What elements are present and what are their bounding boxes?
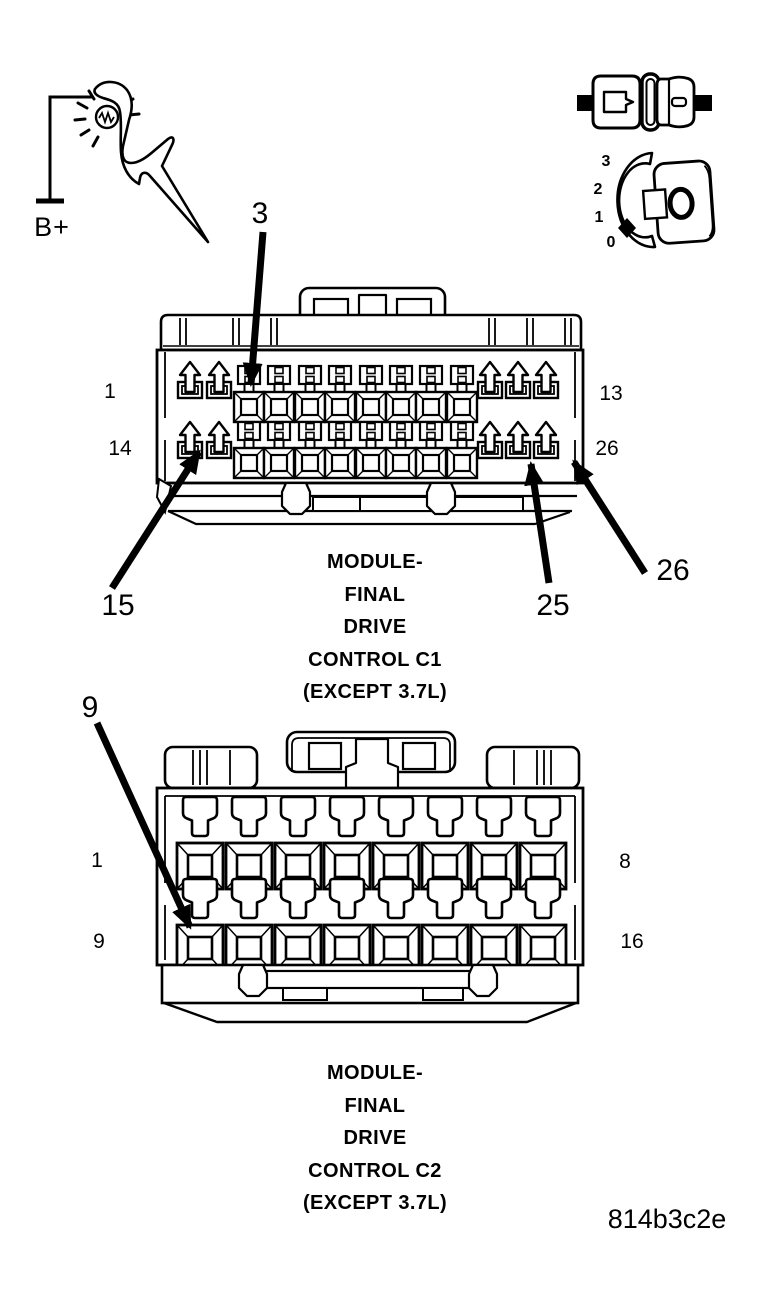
c2-pin-7 xyxy=(469,795,519,891)
c1-row2-last-label: 26 xyxy=(595,437,619,460)
bulb-filament xyxy=(98,110,115,125)
callout-arrow-pin3 xyxy=(242,231,267,387)
c2-callout-9: 9 xyxy=(81,691,99,724)
c2-pin-13 xyxy=(371,877,421,973)
c1-pin-6 xyxy=(323,364,357,424)
c1-pin-19 xyxy=(323,420,357,480)
callout-arrow-pin26 xyxy=(571,459,648,575)
c1-title-line-3: DRIVE xyxy=(343,616,407,638)
c1-pin-7 xyxy=(354,364,388,424)
c2-row1-first-label: 1 xyxy=(91,849,103,872)
c1-title-line-5: (EXCEPT 3.7L) xyxy=(302,681,448,703)
ignition-cylinder xyxy=(616,151,657,249)
c1-pin-23 xyxy=(445,420,479,480)
c2-callout-arrows xyxy=(93,721,194,930)
c1-pin-5 xyxy=(293,364,327,424)
c2-pin-6 xyxy=(420,795,470,891)
c1-pin-20 xyxy=(354,420,388,480)
ignition-position-0: 0 xyxy=(606,234,616,251)
c1-pin-8 xyxy=(384,364,418,424)
c2-pin-15 xyxy=(469,877,519,973)
c2-title-line-4: CONTROL C2 xyxy=(308,1159,442,1182)
c1-pin-10 xyxy=(445,364,479,424)
c1-row1-last-label: 13 xyxy=(599,382,623,405)
c2-title: MODULE- FINAL DRIVE CONTROL C2 (EXCEPT 3… xyxy=(225,1057,525,1220)
c1-callout-arrows xyxy=(109,231,648,590)
connector-c2-drawing xyxy=(155,730,585,1024)
ignition-key xyxy=(641,159,716,245)
figure-code: 814b3c2e xyxy=(607,1204,727,1234)
callout-arrow-pin9 xyxy=(93,721,194,930)
c2-pin-3 xyxy=(273,795,323,891)
c2-pin-4 xyxy=(322,795,372,891)
wire-stub-right xyxy=(693,95,712,111)
c1-title-line-1: MODULE- xyxy=(326,551,424,573)
c2-latch xyxy=(285,730,457,791)
c2-title-line-1: MODULE- xyxy=(326,1062,424,1084)
ignition-position-3: 3 xyxy=(601,153,611,170)
c1-callout-26: 26 xyxy=(656,554,690,587)
wire-stub-left xyxy=(577,95,596,111)
test-light-icon xyxy=(36,80,210,244)
c1-pin-22 xyxy=(414,420,448,480)
c2-title-line-2: FINAL xyxy=(344,1094,406,1117)
callout-arrow-pin15 xyxy=(109,449,202,590)
c2-title-line-3: DRIVE xyxy=(343,1127,407,1149)
c1-pin-17 xyxy=(262,420,296,480)
c1-pin-16 xyxy=(232,420,266,480)
inline-connector-icon xyxy=(577,72,712,132)
c2-base xyxy=(160,963,580,1024)
c2-pin-9 xyxy=(175,877,225,973)
c2-pin-2 xyxy=(224,795,274,891)
c1-title: MODULE- FINAL DRIVE CONTROL C1 (EXCEPT 3… xyxy=(225,546,525,709)
ignition-position-2: 2 xyxy=(593,181,603,198)
c1-callout-3: 3 xyxy=(251,197,269,230)
c1-pin-4 xyxy=(262,364,296,424)
c2-row1-last-label: 8 xyxy=(619,850,631,873)
ignition-position-marker xyxy=(618,218,636,238)
ignition-switch-icon xyxy=(616,151,716,249)
connector-c1-drawing xyxy=(155,286,585,526)
probe-body xyxy=(93,80,210,244)
c1-pin-18 xyxy=(293,420,327,480)
c2-row2-last-label: 16 xyxy=(620,930,644,953)
c1-callout-15: 15 xyxy=(101,589,135,622)
c1-pin-9 xyxy=(414,364,448,424)
c1-title-line-4: CONTROL C1 xyxy=(308,648,442,671)
c2-pin-11 xyxy=(273,877,323,973)
c1-row2-first-label: 14 xyxy=(108,437,132,460)
battery-positive-label: B+ xyxy=(34,212,70,242)
c2-pin-16 xyxy=(518,877,568,973)
c2-pin-10 xyxy=(224,877,274,973)
c1-callout-25: 25 xyxy=(536,589,570,622)
c2-row2-first-label: 9 xyxy=(93,930,105,953)
ignition-position-1: 1 xyxy=(594,209,604,226)
c2-pin-1 xyxy=(175,795,225,891)
callout-arrow-pin25 xyxy=(524,461,553,584)
c1-pin-21 xyxy=(384,420,418,480)
c1-title-line-2: FINAL xyxy=(344,583,406,606)
c2-title-line-5: (EXCEPT 3.7L) xyxy=(302,1192,448,1214)
c2-pin-14 xyxy=(420,877,470,973)
c2-pin-12 xyxy=(322,877,372,973)
c2-pin-8 xyxy=(518,795,568,891)
c2-pin-5 xyxy=(371,795,421,891)
c1-row1-first-label: 1 xyxy=(104,380,116,403)
c1-bottom xyxy=(155,477,577,526)
c2-top-bumps xyxy=(163,745,581,790)
